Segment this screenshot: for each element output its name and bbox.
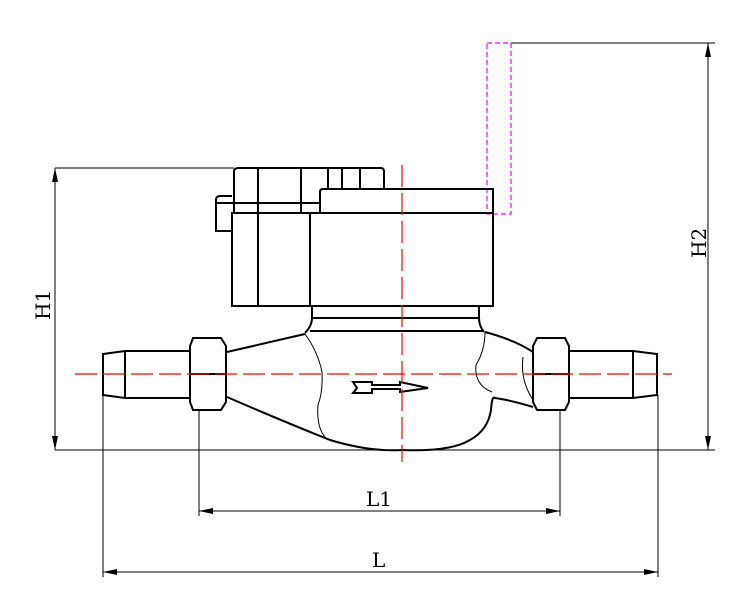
l1-dimension: L1 [198, 410, 561, 516]
h2-label: H2 [687, 228, 711, 258]
meter-body [226, 331, 534, 452]
meter-neck [304, 306, 485, 334]
l-dimension: L [102, 395, 659, 577]
flow-direction-arrow-icon [350, 380, 429, 394]
register-head [215, 167, 494, 307]
h1-label: H1 [31, 290, 55, 320]
sensor-hidden-outline [486, 42, 512, 215]
l1-label: L1 [366, 487, 392, 511]
h2-dimension: H2 [511, 42, 715, 450]
l-label: L [372, 548, 385, 572]
h1-dimension: H1 [31, 167, 234, 450]
